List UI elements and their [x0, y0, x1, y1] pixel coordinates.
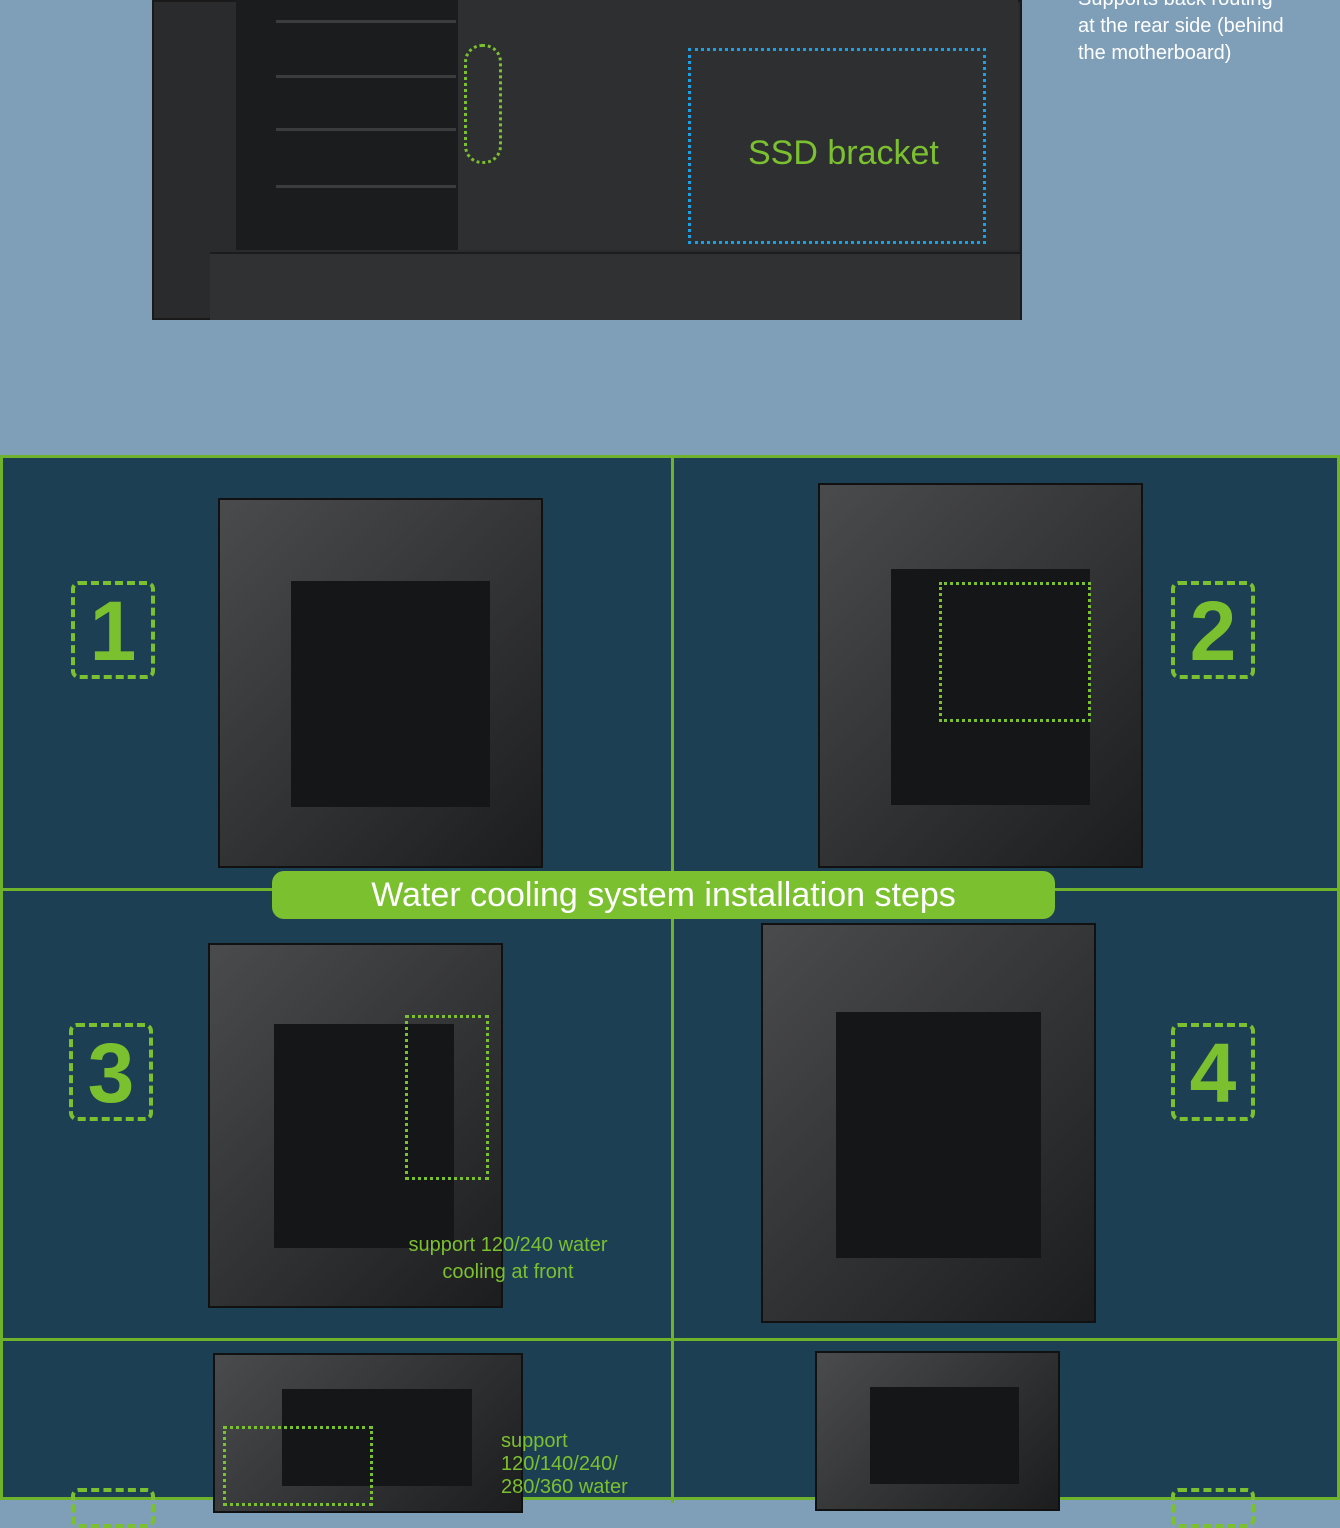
top-cooling-caption: support 120/140/240/ 280/360 water	[501, 1430, 628, 1499]
ssd-bracket-label: SSD bracket	[748, 134, 939, 172]
caption-line: 120/140/240/	[501, 1453, 618, 1475]
motherboard-tray	[458, 0, 1018, 250]
note-line: the motherboard)	[1078, 42, 1232, 64]
case-side-view-section: SSD bracket Supports back routing at the…	[0, 0, 1340, 455]
step-4-badge: 4	[1171, 1023, 1255, 1121]
step-2-badge: 2	[1171, 581, 1255, 679]
step-6-case-image	[815, 1351, 1060, 1511]
divider	[671, 458, 674, 1503]
back-routing-note: Supports back routing at the rear side (…	[1078, 0, 1318, 67]
caption-line: 280/360 water	[501, 1476, 628, 1498]
divider	[3, 1338, 1340, 1341]
section-title: Water cooling system installation steps	[272, 871, 1055, 919]
caption-line: cooling at front	[442, 1261, 574, 1283]
note-line: at the rear side (behind	[1078, 15, 1284, 37]
drive-bays	[236, 0, 458, 250]
step-3-badge: 3	[69, 1023, 153, 1121]
front-cooling-caption: support 120/240 water cooling at front	[403, 1232, 613, 1286]
step-5-highlight	[223, 1426, 373, 1506]
step-2-highlight	[939, 582, 1091, 722]
step-3-highlight	[405, 1015, 489, 1180]
step-1-case-image	[218, 498, 543, 868]
note-line: Supports back routing	[1078, 0, 1318, 13]
case-base	[210, 252, 1020, 320]
step-3-case-image	[208, 943, 503, 1308]
ssd-bracket-highlight	[688, 48, 986, 244]
step-1-badge: 1	[71, 581, 155, 679]
step-5-badge	[71, 1488, 155, 1528]
step-6-badge	[1171, 1488, 1255, 1528]
step-5-case-image	[213, 1353, 523, 1513]
installation-steps-grid: 1 2 3 support 120/240 water cooling at f…	[0, 455, 1340, 1528]
cable-cutout-highlight	[464, 44, 502, 164]
caption-line: support 120/240 water	[408, 1234, 608, 1256]
caption-line: support	[501, 1430, 568, 1452]
step-4-case-image	[761, 923, 1096, 1323]
